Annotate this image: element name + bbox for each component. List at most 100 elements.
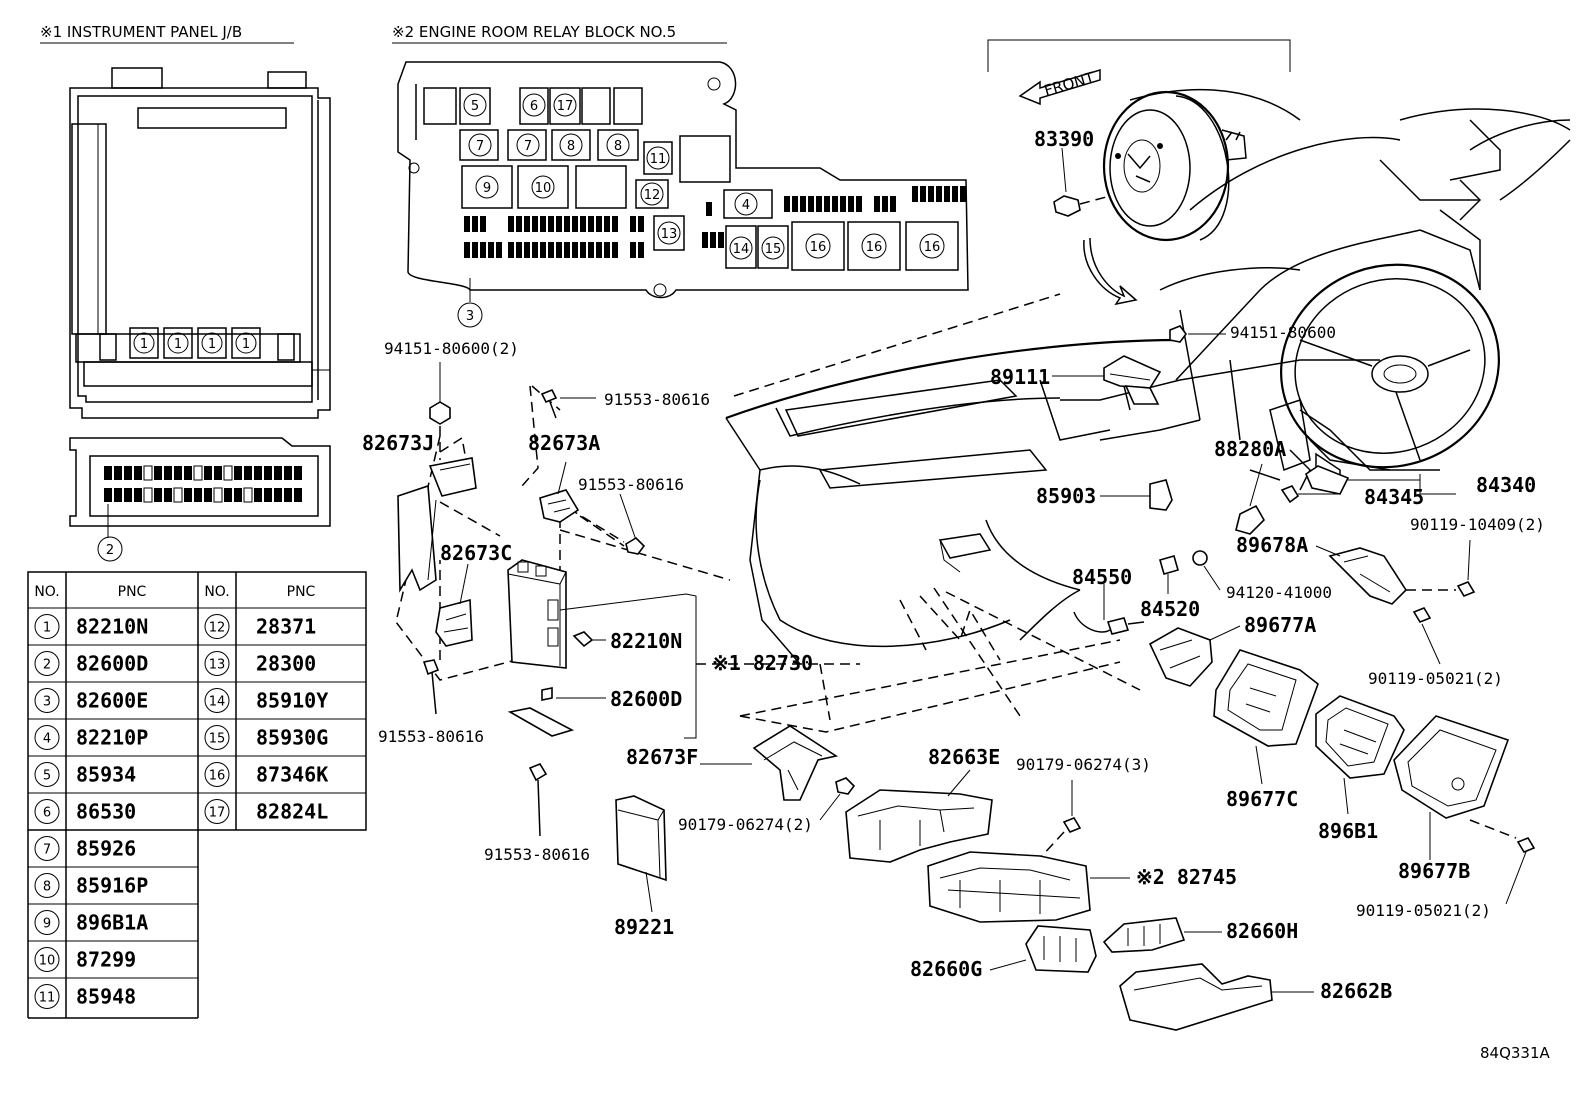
label-90179-06274-3: 90179-06274(3) [1016, 755, 1151, 774]
table-row-left-1: 1 82210N [34, 614, 148, 639]
relay-slot-7b: 7 [516, 133, 540, 157]
table-pnc: 85910Y [256, 689, 328, 713]
bracket-82673J [397, 436, 477, 593]
label-90119-10409-2: 90119-10409(2) [1410, 515, 1545, 534]
diagram-id: 84Q331A [1480, 1044, 1551, 1062]
table-col-no-left: NO. [34, 584, 59, 600]
table-pnc: 87346K [256, 763, 328, 787]
direction-arrow [1083, 237, 1138, 306]
table-pnc: 82600E [76, 689, 148, 713]
relay-slot-5: 5 [459, 87, 491, 125]
label-82210N: 82210N [610, 629, 682, 653]
svg-text:17: 17 [557, 99, 574, 114]
table-col-pnc-left: PNC [118, 584, 147, 600]
label-89221: 89221 [614, 915, 674, 939]
label-89678A: 89678A [1236, 533, 1308, 557]
bracket-89677A [1148, 625, 1241, 687]
header-instrument-panel: ※1 INSTRUMENT PANEL J/B [40, 23, 294, 44]
label-82730: ※1 82730 [712, 651, 813, 675]
module-896B1 [1315, 695, 1405, 815]
ecu-callout-bracket [556, 593, 860, 739]
table-pnc: 896B1A [76, 911, 148, 935]
svg-text:16: 16 [924, 240, 941, 255]
brake-booster [1102, 90, 1247, 242]
svg-text:15: 15 [765, 242, 782, 257]
svg-text:16: 16 [810, 240, 827, 255]
label-90119-05021-2-a: 90119-05021(2) [1368, 669, 1503, 688]
relay-block-slots [423, 87, 731, 209]
bolt-90119-10409 [1406, 539, 1476, 597]
svg-text:8: 8 [567, 139, 575, 154]
table-pnc: 82210N [76, 615, 148, 639]
plate-under-ecu [507, 707, 575, 737]
table-col-pnc-right: PNC [287, 584, 316, 600]
label-82600D: 82600D [610, 687, 682, 711]
table-no: 16 [209, 769, 226, 784]
header-relay-block: ※2 ENGINE ROOM RELAY BLOCK NO.5 [392, 23, 727, 44]
label-82662B: 82662B [1320, 979, 1392, 1003]
relay-slot-14: 14 [725, 225, 757, 269]
table-pnc: 85934 [76, 763, 136, 787]
cover-82663E [845, 769, 993, 863]
harness-84550 [1073, 584, 1145, 635]
label-84550: 84550 [1072, 565, 1132, 589]
table-pnc: 86530 [76, 800, 136, 824]
svg-text:FRONT: FRONT [1042, 68, 1097, 100]
table-no: 15 [209, 732, 226, 747]
table-no-circle [204, 725, 230, 750]
relay-slot-11: 11 [643, 141, 673, 175]
relay-slot-8b: 8 [606, 133, 630, 157]
holder-82660H [1102, 917, 1222, 953]
jb-callout-2: 2 [97, 536, 123, 562]
table-no: 4 [43, 732, 51, 747]
table-no: 5 [43, 769, 51, 784]
table-no: 13 [209, 658, 226, 673]
table-no: 11 [39, 991, 56, 1006]
jb-connector-pins [104, 465, 302, 503]
label-82673C: 82673C [440, 541, 512, 565]
clip-82600D [541, 687, 553, 701]
relay-slot-13: 13 [653, 215, 685, 251]
label-89677C: 89677C [1226, 787, 1298, 811]
svg-text:16: 16 [866, 240, 883, 255]
bolt-94151-right [1169, 325, 1226, 343]
table-pnc: 82824L [256, 800, 328, 824]
label-89111: 89111 [990, 365, 1050, 389]
table-pnc: 28371 [256, 615, 316, 639]
relay-callout-3: 3 [457, 302, 483, 328]
label-89677B: 89677B [1398, 859, 1470, 883]
table-pnc: 28300 [256, 652, 316, 676]
svg-text:1: 1 [242, 337, 250, 352]
table-no: 6 [43, 806, 51, 821]
label-89677A: 89677A [1244, 613, 1316, 637]
label-91553-80616-d: 91553-80616 [484, 845, 590, 864]
relay-slot-15: 15 [757, 225, 789, 269]
bolt-90119-05021-a [1412, 607, 1441, 665]
steering-wheel [1280, 263, 1500, 471]
relay-slot-16c: 16 [905, 221, 959, 271]
svg-text:6: 6 [530, 99, 538, 114]
label-82745: ※2 82745 [1136, 865, 1237, 889]
svg-text:11: 11 [650, 152, 667, 167]
label-82660H: 82660H [1226, 919, 1298, 943]
svg-text:1: 1 [140, 337, 148, 352]
svg-text:1: 1 [174, 337, 182, 352]
table-row-left-6: 6 86530 [34, 799, 136, 824]
table-pnc: 82600D [76, 652, 148, 676]
svg-text:5: 5 [471, 99, 479, 114]
table-no-circle [34, 762, 60, 787]
table-row-right-16: 16 87346K [204, 762, 328, 787]
bracket-82673A [539, 461, 580, 523]
table-no: 1 [43, 621, 51, 636]
table-no-circle [34, 614, 60, 639]
label-94151-80600: 94151-80600 [1230, 323, 1336, 342]
